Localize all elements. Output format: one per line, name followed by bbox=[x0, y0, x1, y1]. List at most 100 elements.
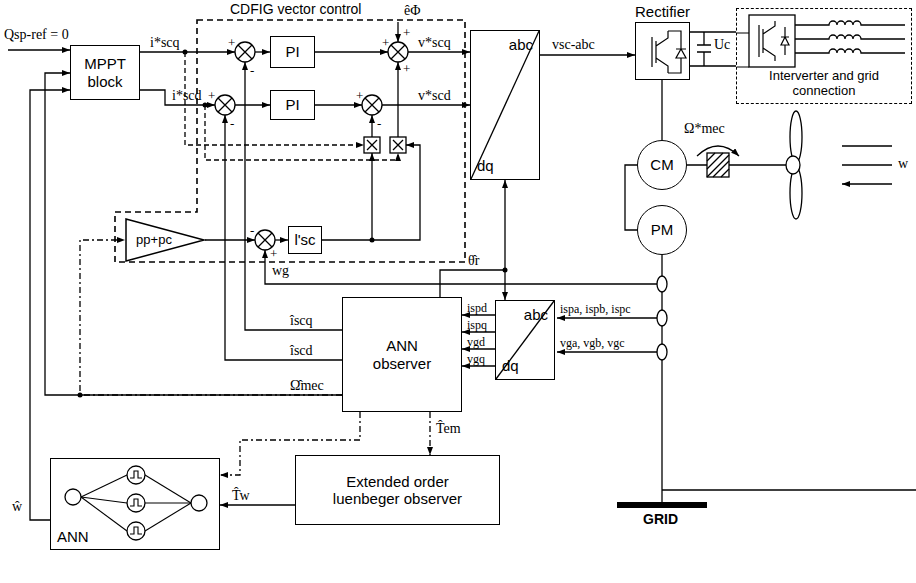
node-text: abc bbox=[509, 36, 533, 53]
signal-connector bbox=[429, 412, 430, 455]
signal-name: îscq bbox=[290, 314, 313, 328]
signal-wire bbox=[371, 115, 372, 137]
dashed-outline bbox=[115, 20, 465, 262]
inductor-coil bbox=[795, 35, 905, 39]
node-text: dq bbox=[477, 157, 494, 174]
diagonal-line bbox=[496, 301, 554, 379]
signal-name: vgd bbox=[467, 336, 485, 348]
gearbox-hatch bbox=[707, 153, 729, 177]
switch-drawing bbox=[737, 21, 789, 67]
signal-connector bbox=[661, 80, 662, 140]
signal-name: vgq bbox=[467, 353, 485, 365]
node-text: pp+pc bbox=[136, 233, 172, 248]
signal-wire bbox=[275, 239, 288, 240]
neural-network-box: ANN bbox=[50, 458, 220, 550]
junction-cross bbox=[258, 233, 272, 247]
sign: + bbox=[403, 26, 410, 39]
multiplier-cross bbox=[393, 140, 403, 150]
sensor bbox=[657, 276, 667, 292]
signal-name: Ω*mec bbox=[684, 122, 725, 136]
junction-circle bbox=[215, 95, 235, 115]
signal-wire bbox=[322, 145, 420, 240]
signal-name: îscd bbox=[290, 344, 313, 358]
signal-wire bbox=[382, 104, 470, 105]
junction-circle bbox=[362, 95, 382, 115]
sensor bbox=[657, 310, 667, 326]
signal-connector bbox=[625, 165, 637, 230]
node-text: CDFIG vector control bbox=[230, 1, 361, 17]
signal-connector bbox=[462, 365, 495, 366]
signal-wire bbox=[557, 317, 657, 318]
signal-wire bbox=[315, 104, 362, 105]
node-text: ANN observer bbox=[365, 337, 439, 372]
multiplier-cross bbox=[367, 140, 377, 150]
signal-name: êΦ bbox=[404, 4, 420, 18]
signal-name: i*scq bbox=[150, 36, 180, 50]
sign: + bbox=[356, 89, 363, 102]
sign: + bbox=[270, 247, 277, 260]
pi-controller: PI bbox=[270, 90, 315, 120]
signal-name: T̂em bbox=[436, 422, 461, 436]
inductor-coil bbox=[795, 21, 905, 25]
node-text: dq bbox=[502, 357, 519, 374]
observer-box: ANN observer bbox=[342, 297, 462, 412]
signal-wire bbox=[371, 153, 372, 240]
sign: - bbox=[377, 117, 381, 130]
sign: - bbox=[230, 117, 234, 130]
sum-junction bbox=[362, 95, 382, 115]
sign: - bbox=[250, 224, 254, 237]
signal-connector bbox=[540, 54, 635, 55]
transform-box: abc dq bbox=[495, 300, 555, 380]
node-text: Rectifier bbox=[606, 3, 719, 20]
junction-dot bbox=[203, 103, 208, 108]
signal-name: ispd bbox=[467, 302, 487, 314]
signal-wire bbox=[397, 22, 398, 42]
junction-cross bbox=[238, 45, 252, 59]
signal-connector bbox=[30, 90, 70, 520]
signal-wire bbox=[205, 239, 255, 240]
junction-cross bbox=[218, 98, 232, 112]
sign: - bbox=[250, 64, 254, 77]
node-text: Extended order luenbeger observer bbox=[326, 473, 469, 508]
signal-wire bbox=[504, 270, 505, 300]
input-neuron bbox=[65, 489, 81, 505]
network-link bbox=[81, 497, 127, 531]
node-text: abc bbox=[524, 306, 548, 323]
diagonal-line bbox=[471, 31, 539, 179]
node-text: ANN bbox=[57, 528, 89, 545]
signal-connector bbox=[462, 314, 495, 315]
node-text: CM bbox=[650, 156, 673, 173]
signal-name: ispa, ispb, ispc bbox=[560, 303, 631, 315]
pulse-glyph bbox=[130, 499, 142, 506]
signal-connector bbox=[220, 504, 295, 505]
node-text: l'sc bbox=[294, 231, 315, 248]
dc-link bbox=[690, 32, 736, 66]
sign: + bbox=[403, 62, 410, 75]
node-text: Interverter and grid connection bbox=[741, 69, 907, 99]
signal-wire bbox=[235, 104, 270, 105]
signal-wire bbox=[315, 51, 388, 52]
hidden-neuron bbox=[127, 466, 145, 484]
signal-wire bbox=[397, 62, 398, 137]
junction-circle bbox=[235, 42, 255, 62]
sign: + bbox=[208, 89, 215, 102]
network-link bbox=[145, 475, 191, 503]
switch-drawing bbox=[652, 31, 686, 73]
signal-connector bbox=[462, 348, 495, 349]
signal-connector bbox=[462, 331, 495, 332]
multiplier bbox=[390, 137, 406, 153]
signal-connector bbox=[45, 73, 342, 395]
signal-name: vsc-abc bbox=[552, 38, 595, 52]
process-box: MPPT block bbox=[70, 45, 140, 100]
signal-name: v*scq bbox=[418, 36, 451, 50]
signal-wire bbox=[225, 115, 342, 360]
sign: + bbox=[382, 36, 389, 49]
inductor-coil bbox=[795, 49, 905, 53]
gearbox bbox=[707, 153, 729, 177]
signal-name: Qsp-ref = 0 bbox=[4, 28, 69, 42]
node-text: PI bbox=[285, 43, 299, 60]
gain-box: l'sc bbox=[288, 226, 322, 254]
node-text: PM bbox=[651, 221, 674, 238]
grid-bar bbox=[617, 502, 707, 508]
grid-label: GRID bbox=[643, 512, 678, 526]
